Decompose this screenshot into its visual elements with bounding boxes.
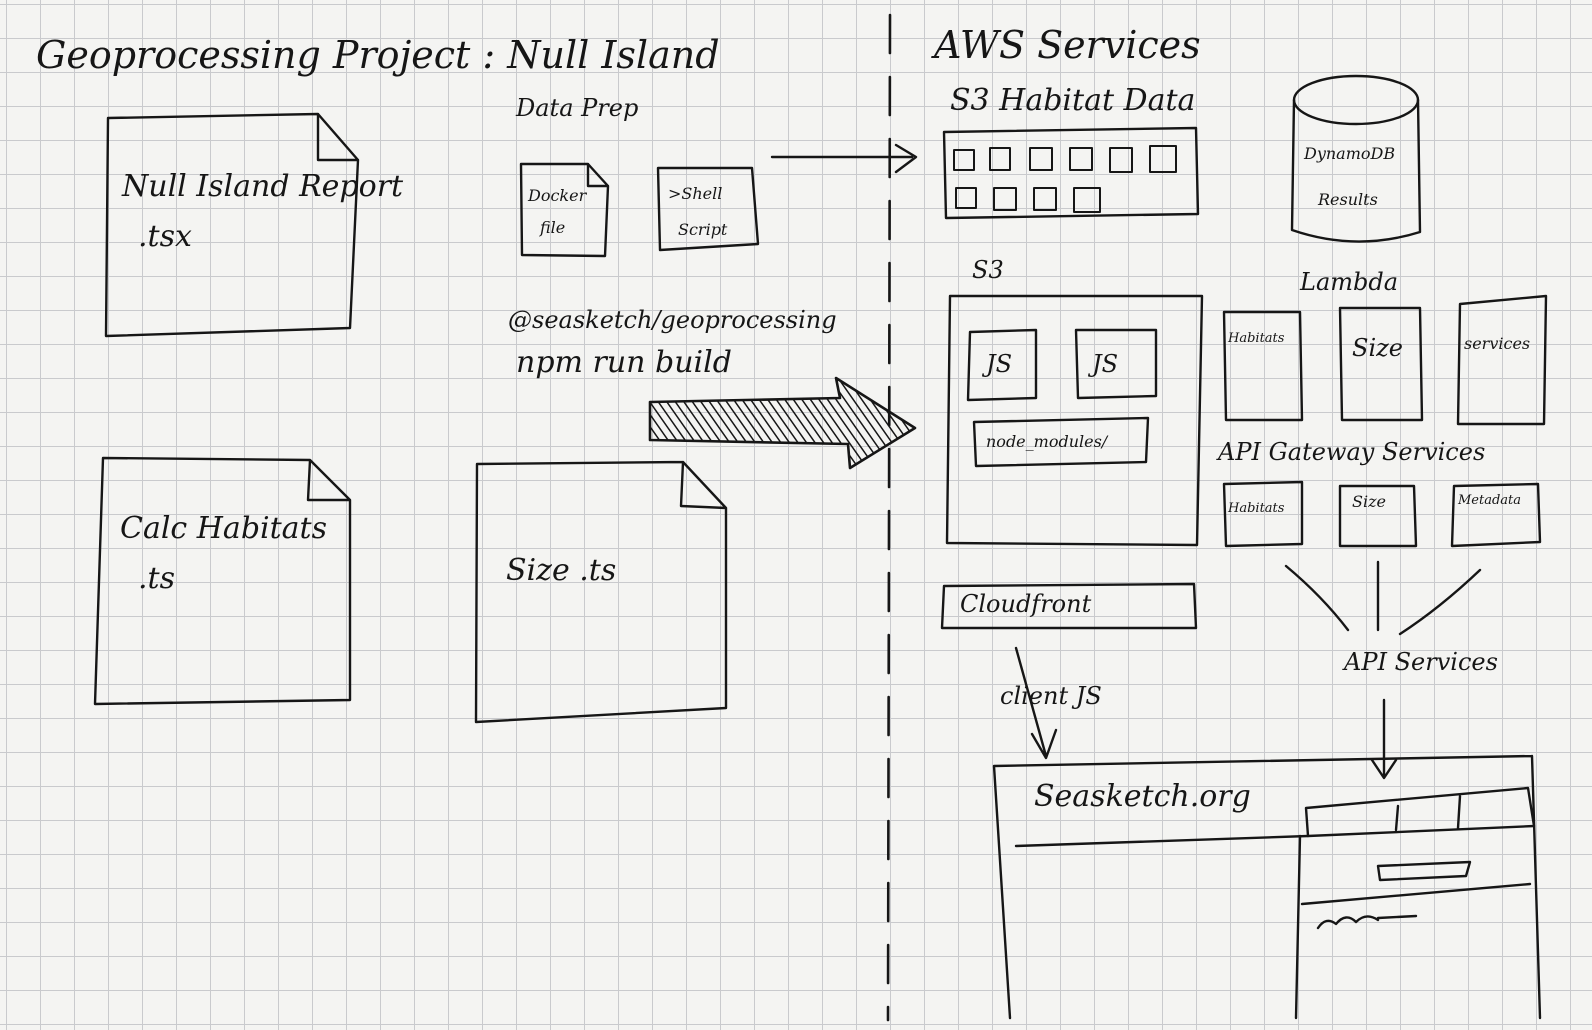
- calc-habitats-file-name: Calc Habitats: [120, 511, 328, 546]
- lambda-box-habitats: [1222, 310, 1304, 422]
- report-file-icon: [104, 112, 360, 338]
- lambda-label-services: services: [1464, 334, 1531, 353]
- shell-label-1: >Shell: [668, 184, 723, 203]
- size-file-name: Size .ts: [506, 553, 617, 588]
- cloudfront-box: [940, 582, 1198, 630]
- s3-bundle-box: [945, 294, 1204, 547]
- js-label-2: JS: [1092, 350, 1119, 378]
- gateway-box-habitats: [1222, 480, 1304, 548]
- js-bundle-box-2: [1074, 328, 1158, 400]
- shell-label-2: Script: [678, 220, 728, 239]
- dynamodb-cylinder-icon: [1290, 74, 1422, 243]
- data-prep-heading: Data Prep: [516, 94, 639, 122]
- build-arrow: [648, 376, 917, 470]
- gateway-box-metadata: [1450, 482, 1542, 548]
- lambda-box-services: [1456, 294, 1548, 426]
- data-prep-arrow: [770, 143, 918, 174]
- lambda-title: Lambda: [1300, 268, 1399, 296]
- js-bundle-box-1: [966, 328, 1038, 402]
- gateway-label-metadata: Metadata: [1458, 493, 1522, 508]
- dockerfile-icon: [519, 162, 610, 258]
- report-panel-content: [1300, 860, 1532, 930]
- calc-habitats-file-ext: .ts: [138, 561, 175, 596]
- node-modules-box: [972, 416, 1150, 468]
- s3-habitat-box: [942, 126, 1200, 220]
- dockerfile-label-2: file: [540, 218, 566, 237]
- size-file-icon: [474, 460, 728, 724]
- geoprocessing-package-label: @seasketch/geoprocessing: [508, 306, 837, 334]
- report-file-ext: .tsx: [138, 219, 192, 254]
- report-panel: [1294, 786, 1536, 1020]
- s3-title: S3: [972, 256, 1004, 284]
- seasketch-site-label: Seasketch.org: [1034, 779, 1251, 814]
- lambda-box-size: [1338, 306, 1424, 422]
- calc-habitats-file-icon: [93, 456, 352, 706]
- gateway-lines: [1284, 560, 1482, 636]
- api-services-label: API Services: [1344, 648, 1498, 676]
- page-title: Geoprocessing Project : Null Island: [36, 33, 720, 77]
- npm-build-command: npm run build: [516, 345, 732, 380]
- gateway-label-size: Size: [1352, 492, 1386, 511]
- aws-heading: AWS Services: [934, 23, 1201, 67]
- js-label-1: JS: [986, 350, 1013, 378]
- cloudfront-label: Cloudfront: [960, 590, 1092, 618]
- dynamo-label-2: Results: [1318, 190, 1378, 209]
- api-gateway-title: API Gateway Services: [1218, 438, 1486, 466]
- dockerfile-label-1: Docker: [528, 186, 587, 205]
- habitat-data-tiles: [953, 145, 1177, 213]
- client-js-arrow: [1014, 646, 1058, 760]
- seasketch-url-bar: [1014, 834, 1310, 848]
- lambda-label-size: Size: [1352, 334, 1403, 362]
- gateway-label-habitats: Habitats: [1228, 501, 1285, 516]
- lambda-label-habitats: Habitats: [1228, 331, 1285, 346]
- report-file-name: Null Island Report: [122, 169, 404, 204]
- shell-script-icon: [656, 166, 760, 252]
- dynamo-label-1: DynamoDB: [1304, 144, 1396, 163]
- seasketch-window: [992, 754, 1542, 1020]
- api-services-arrow: [1370, 698, 1398, 780]
- gateway-box-size: [1338, 484, 1418, 548]
- node-modules-label: node_modules/: [986, 432, 1108, 451]
- client-js-label: client JS: [1000, 682, 1102, 710]
- s3-habitat-title: S3 Habitat Data: [950, 83, 1196, 118]
- divider-line: [886, 13, 892, 1022]
